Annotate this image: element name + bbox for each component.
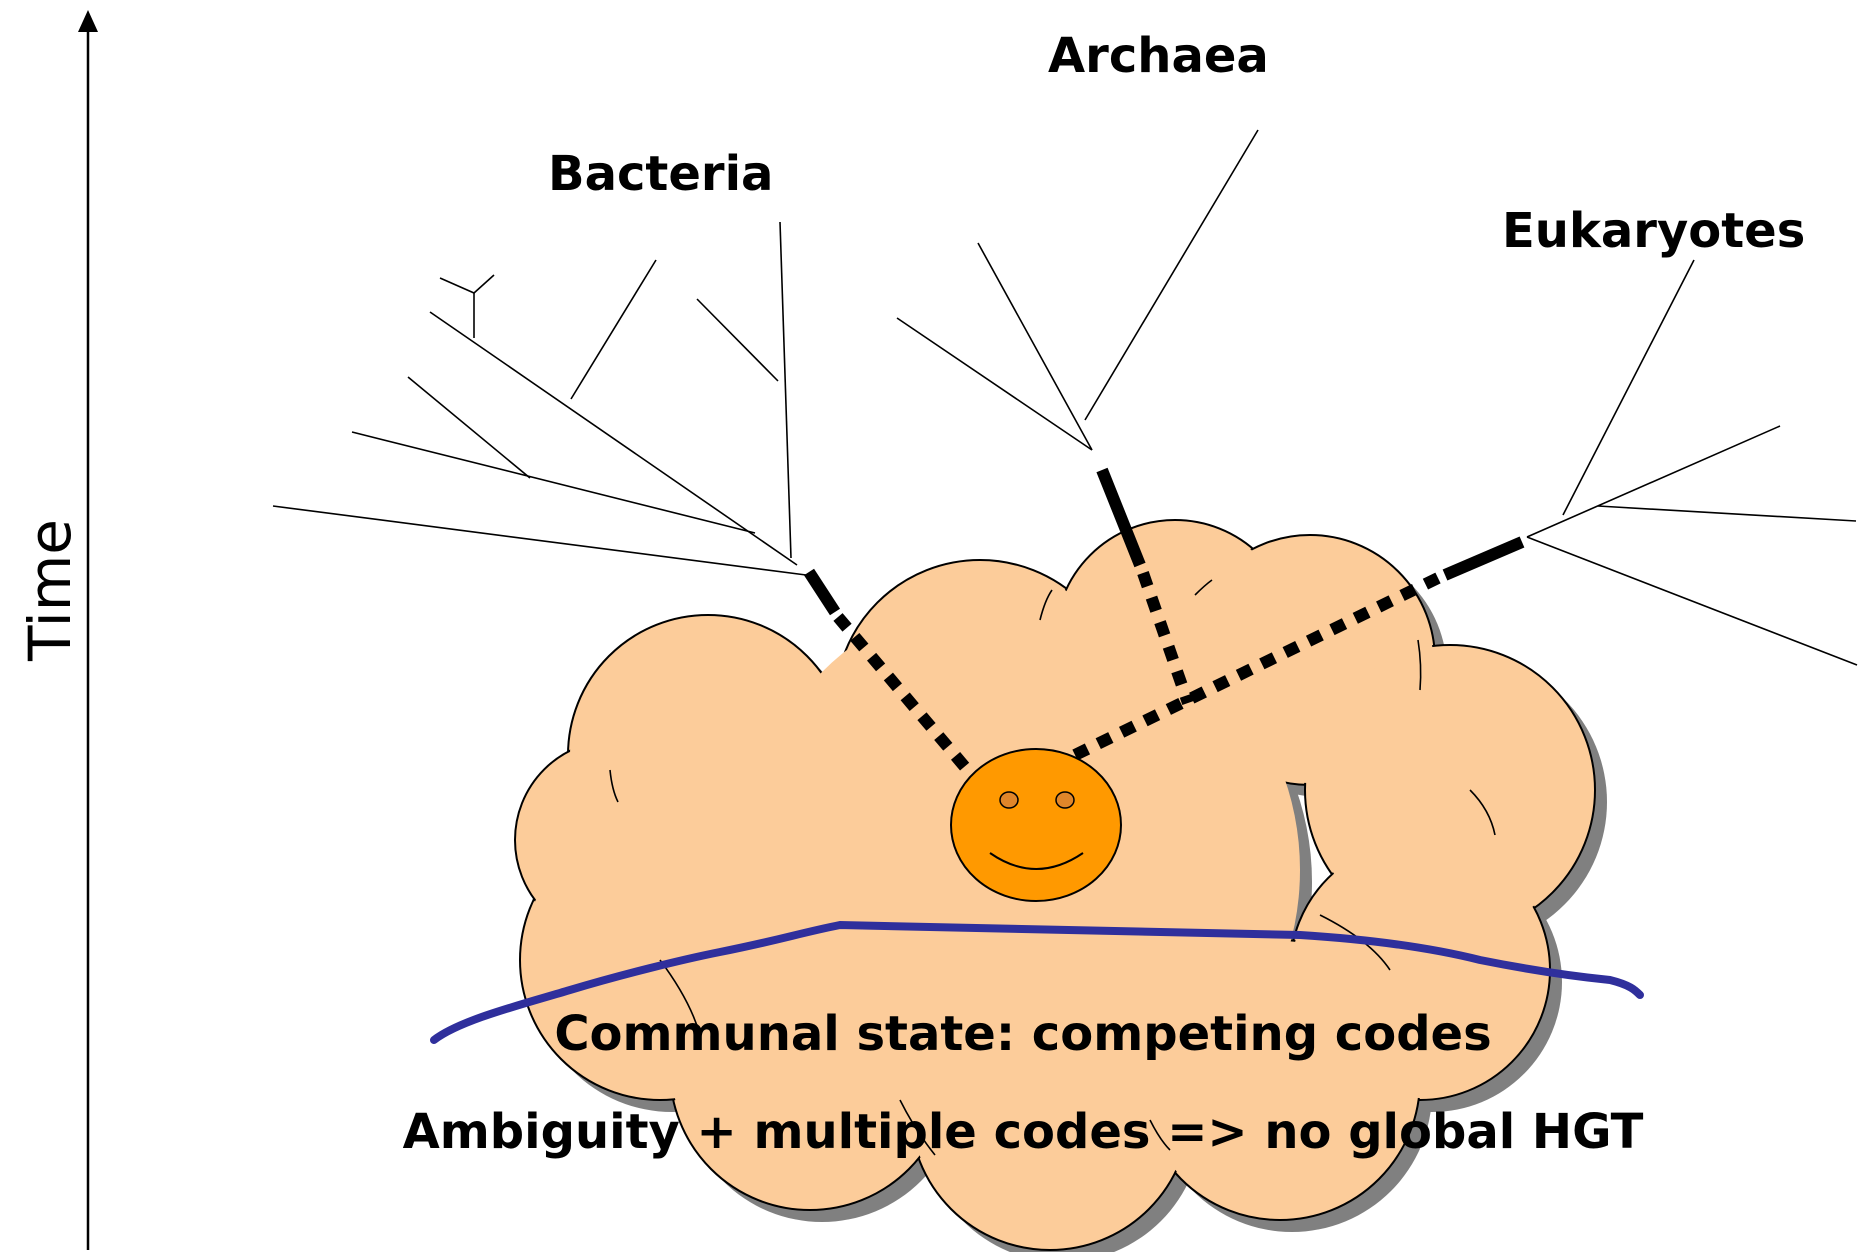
time-axis-label: Time [16, 519, 84, 662]
left-eye-icon [1000, 792, 1018, 808]
time-axis: Time [16, 10, 98, 1250]
bacteria-label: Bacteria [548, 146, 773, 202]
right-eye-icon [1056, 792, 1074, 808]
caption-communal-state: Communal state: competing codes [554, 1006, 1491, 1062]
caption-ambiguity: Ambiguity + multiple codes => no global … [403, 1104, 1644, 1160]
eukaryotes-stem-solid [1445, 542, 1522, 575]
eukaryotes-label: Eukaryotes [1502, 203, 1805, 259]
smiley-face-icon [951, 749, 1121, 901]
archaea-label: Archaea [1048, 28, 1269, 84]
axis-arrow-icon [78, 10, 98, 32]
bacteria-stem-solid [809, 572, 835, 612]
